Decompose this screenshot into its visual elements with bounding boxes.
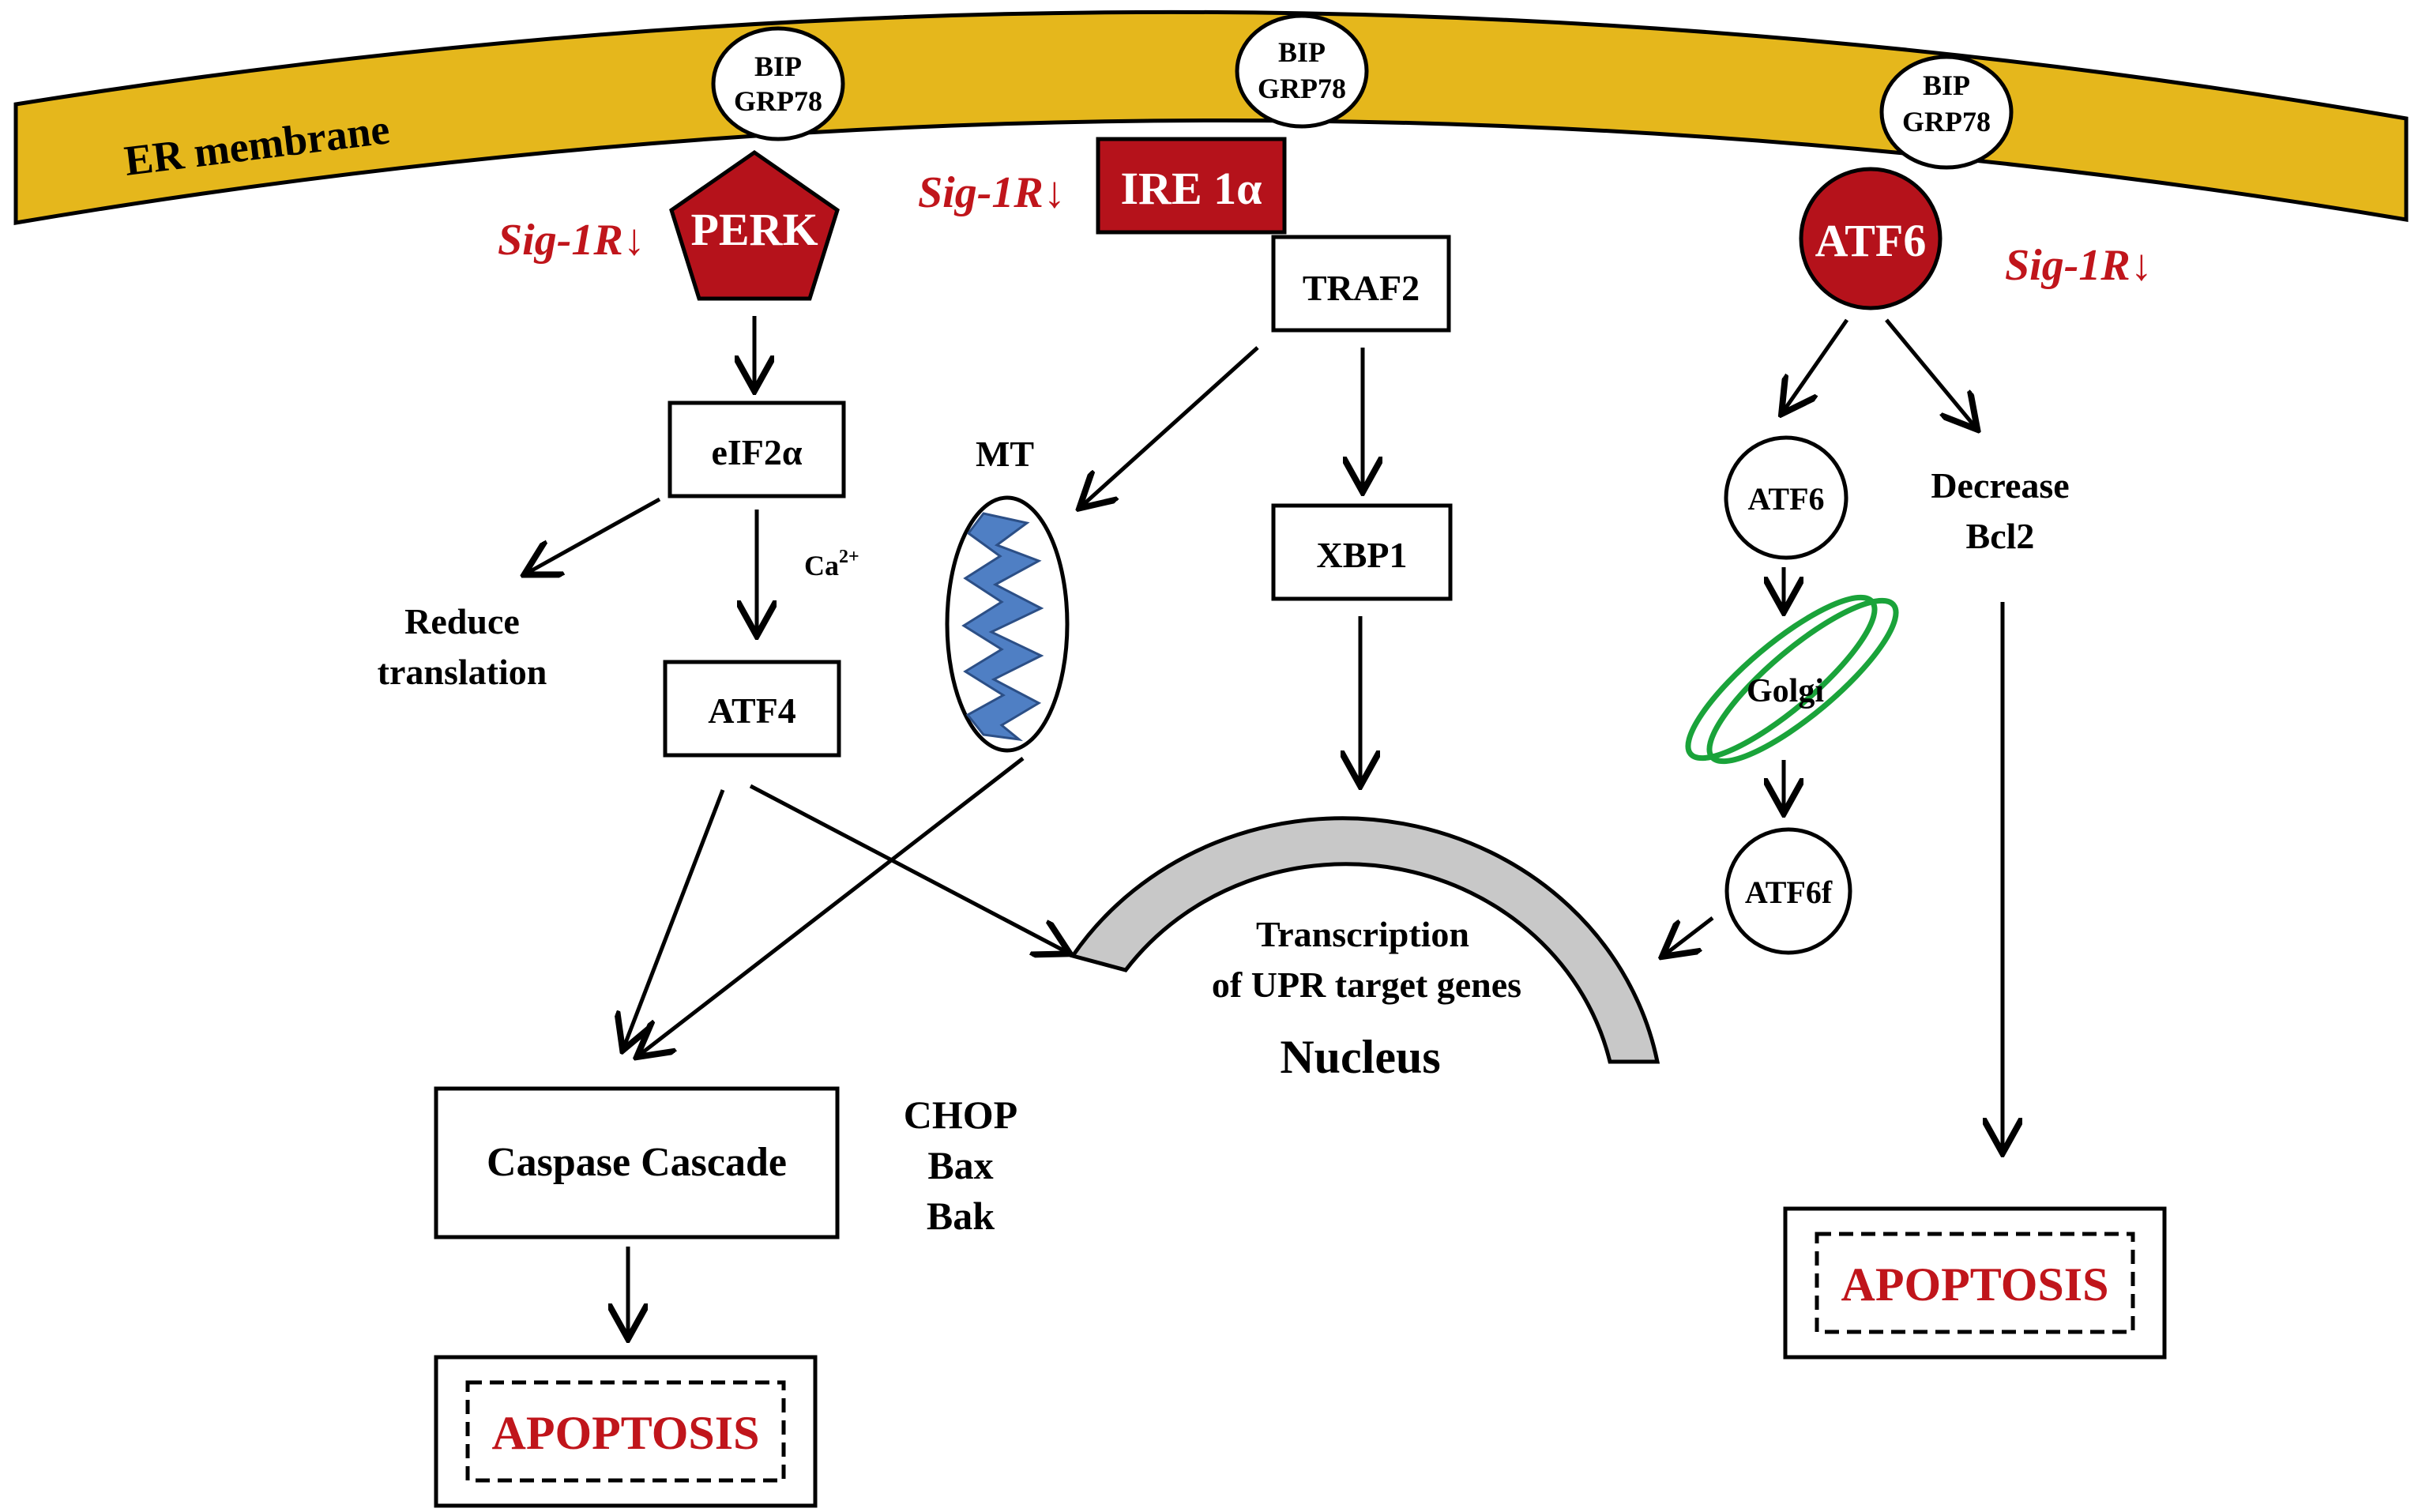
nucleus-text-1: Transcription — [1256, 914, 1469, 954]
arrow-atf6-atf6small — [1784, 318, 1849, 411]
bip-grp78-ire1: BIP GRP78 — [1235, 13, 1369, 129]
apoptosis-box-right: APOPTOSIS — [1783, 1206, 2167, 1360]
arrow-atf4-nucleus — [749, 784, 1066, 952]
mt-label: MT — [976, 434, 1034, 474]
reduce-translation-2: translation — [378, 652, 547, 692]
xbp1-box — [1271, 503, 1453, 601]
svg-text:GRP78: GRP78 — [1902, 106, 1991, 137]
decrease-label-1: Decrease — [1931, 465, 2069, 506]
arrow-eif2a-reduce — [528, 497, 661, 573]
arrow-atf4-caspase — [624, 789, 725, 1047]
bak-label: Bak — [927, 1194, 995, 1238]
ire1-label: IRE 1α — [1120, 163, 1262, 214]
svg-text:APOPTOSIS: APOPTOSIS — [492, 1407, 760, 1459]
bip-grp78-perk: BIP GRP78 — [711, 26, 845, 141]
mitochondrion — [945, 495, 1070, 753]
atf6-small — [1724, 435, 1848, 560]
eif2a-label: eIF2α — [711, 432, 802, 472]
golgi-icon — [1685, 594, 1899, 765]
caspase-cascade-label: Caspase Cascade — [487, 1140, 787, 1185]
atf6-sensor — [1799, 167, 1942, 310]
golgi-label: Golgi — [1747, 673, 1824, 709]
svg-text:BIP: BIP — [1278, 36, 1326, 68]
traf2-label: TRAF2 — [1303, 268, 1420, 308]
nucleus-text-2: of UPR target genes — [1212, 965, 1521, 1005]
atf6-label: ATF6 — [1815, 215, 1927, 266]
bip-grp78-atf6: BIP GRP78 — [1879, 55, 2014, 170]
perk-label: PERK — [690, 204, 818, 255]
arrow-atf6-decrease — [1885, 318, 1975, 427]
arrow-traf2-mt — [1082, 346, 1259, 506]
ire1-sensor — [1096, 137, 1287, 235]
sig1r-atf6: Sig-1R↓ — [2005, 241, 2153, 290]
atf4-box — [663, 660, 841, 758]
calcium-label: Ca2+ — [804, 547, 859, 581]
perk-sensor — [669, 149, 840, 301]
sig1r-perk: Sig-1R↓ — [498, 216, 645, 265]
svg-text:APOPTOSIS: APOPTOSIS — [1841, 1258, 2109, 1311]
nucleus-envelope — [1069, 816, 1660, 1064]
svg-text:BIP: BIP — [1923, 70, 1970, 101]
eif2a-box — [668, 401, 846, 498]
traf2-box — [1271, 235, 1451, 333]
atf4-label: ATF4 — [708, 690, 796, 731]
nucleus-label: Nucleus — [1280, 1031, 1440, 1083]
xbp1-label: XBP1 — [1317, 535, 1408, 575]
atf6f — [1724, 827, 1852, 955]
svg-text:ATF6f: ATF6f — [1745, 874, 1833, 910]
apoptosis-box-left: APOPTOSIS — [434, 1355, 818, 1508]
sig1r-ire1: Sig-1R↓ — [918, 168, 1066, 217]
decrease-label-2: Bcl2 — [1966, 516, 2035, 556]
caspase-cascade-box — [434, 1086, 840, 1239]
svg-text:BIP: BIP — [754, 51, 802, 82]
chop-label: CHOP — [904, 1093, 1017, 1137]
arrow-mt-caspase — [640, 757, 1025, 1055]
svg-text:GRP78: GRP78 — [734, 85, 822, 117]
svg-text:ATF6: ATF6 — [1747, 481, 1824, 517]
svg-text:GRP78: GRP78 — [1258, 73, 1346, 104]
bax-label: Bax — [927, 1143, 993, 1187]
reduce-translation-1: Reduce — [404, 601, 520, 641]
arrow-atf6f-nucleus — [1665, 916, 1714, 954]
